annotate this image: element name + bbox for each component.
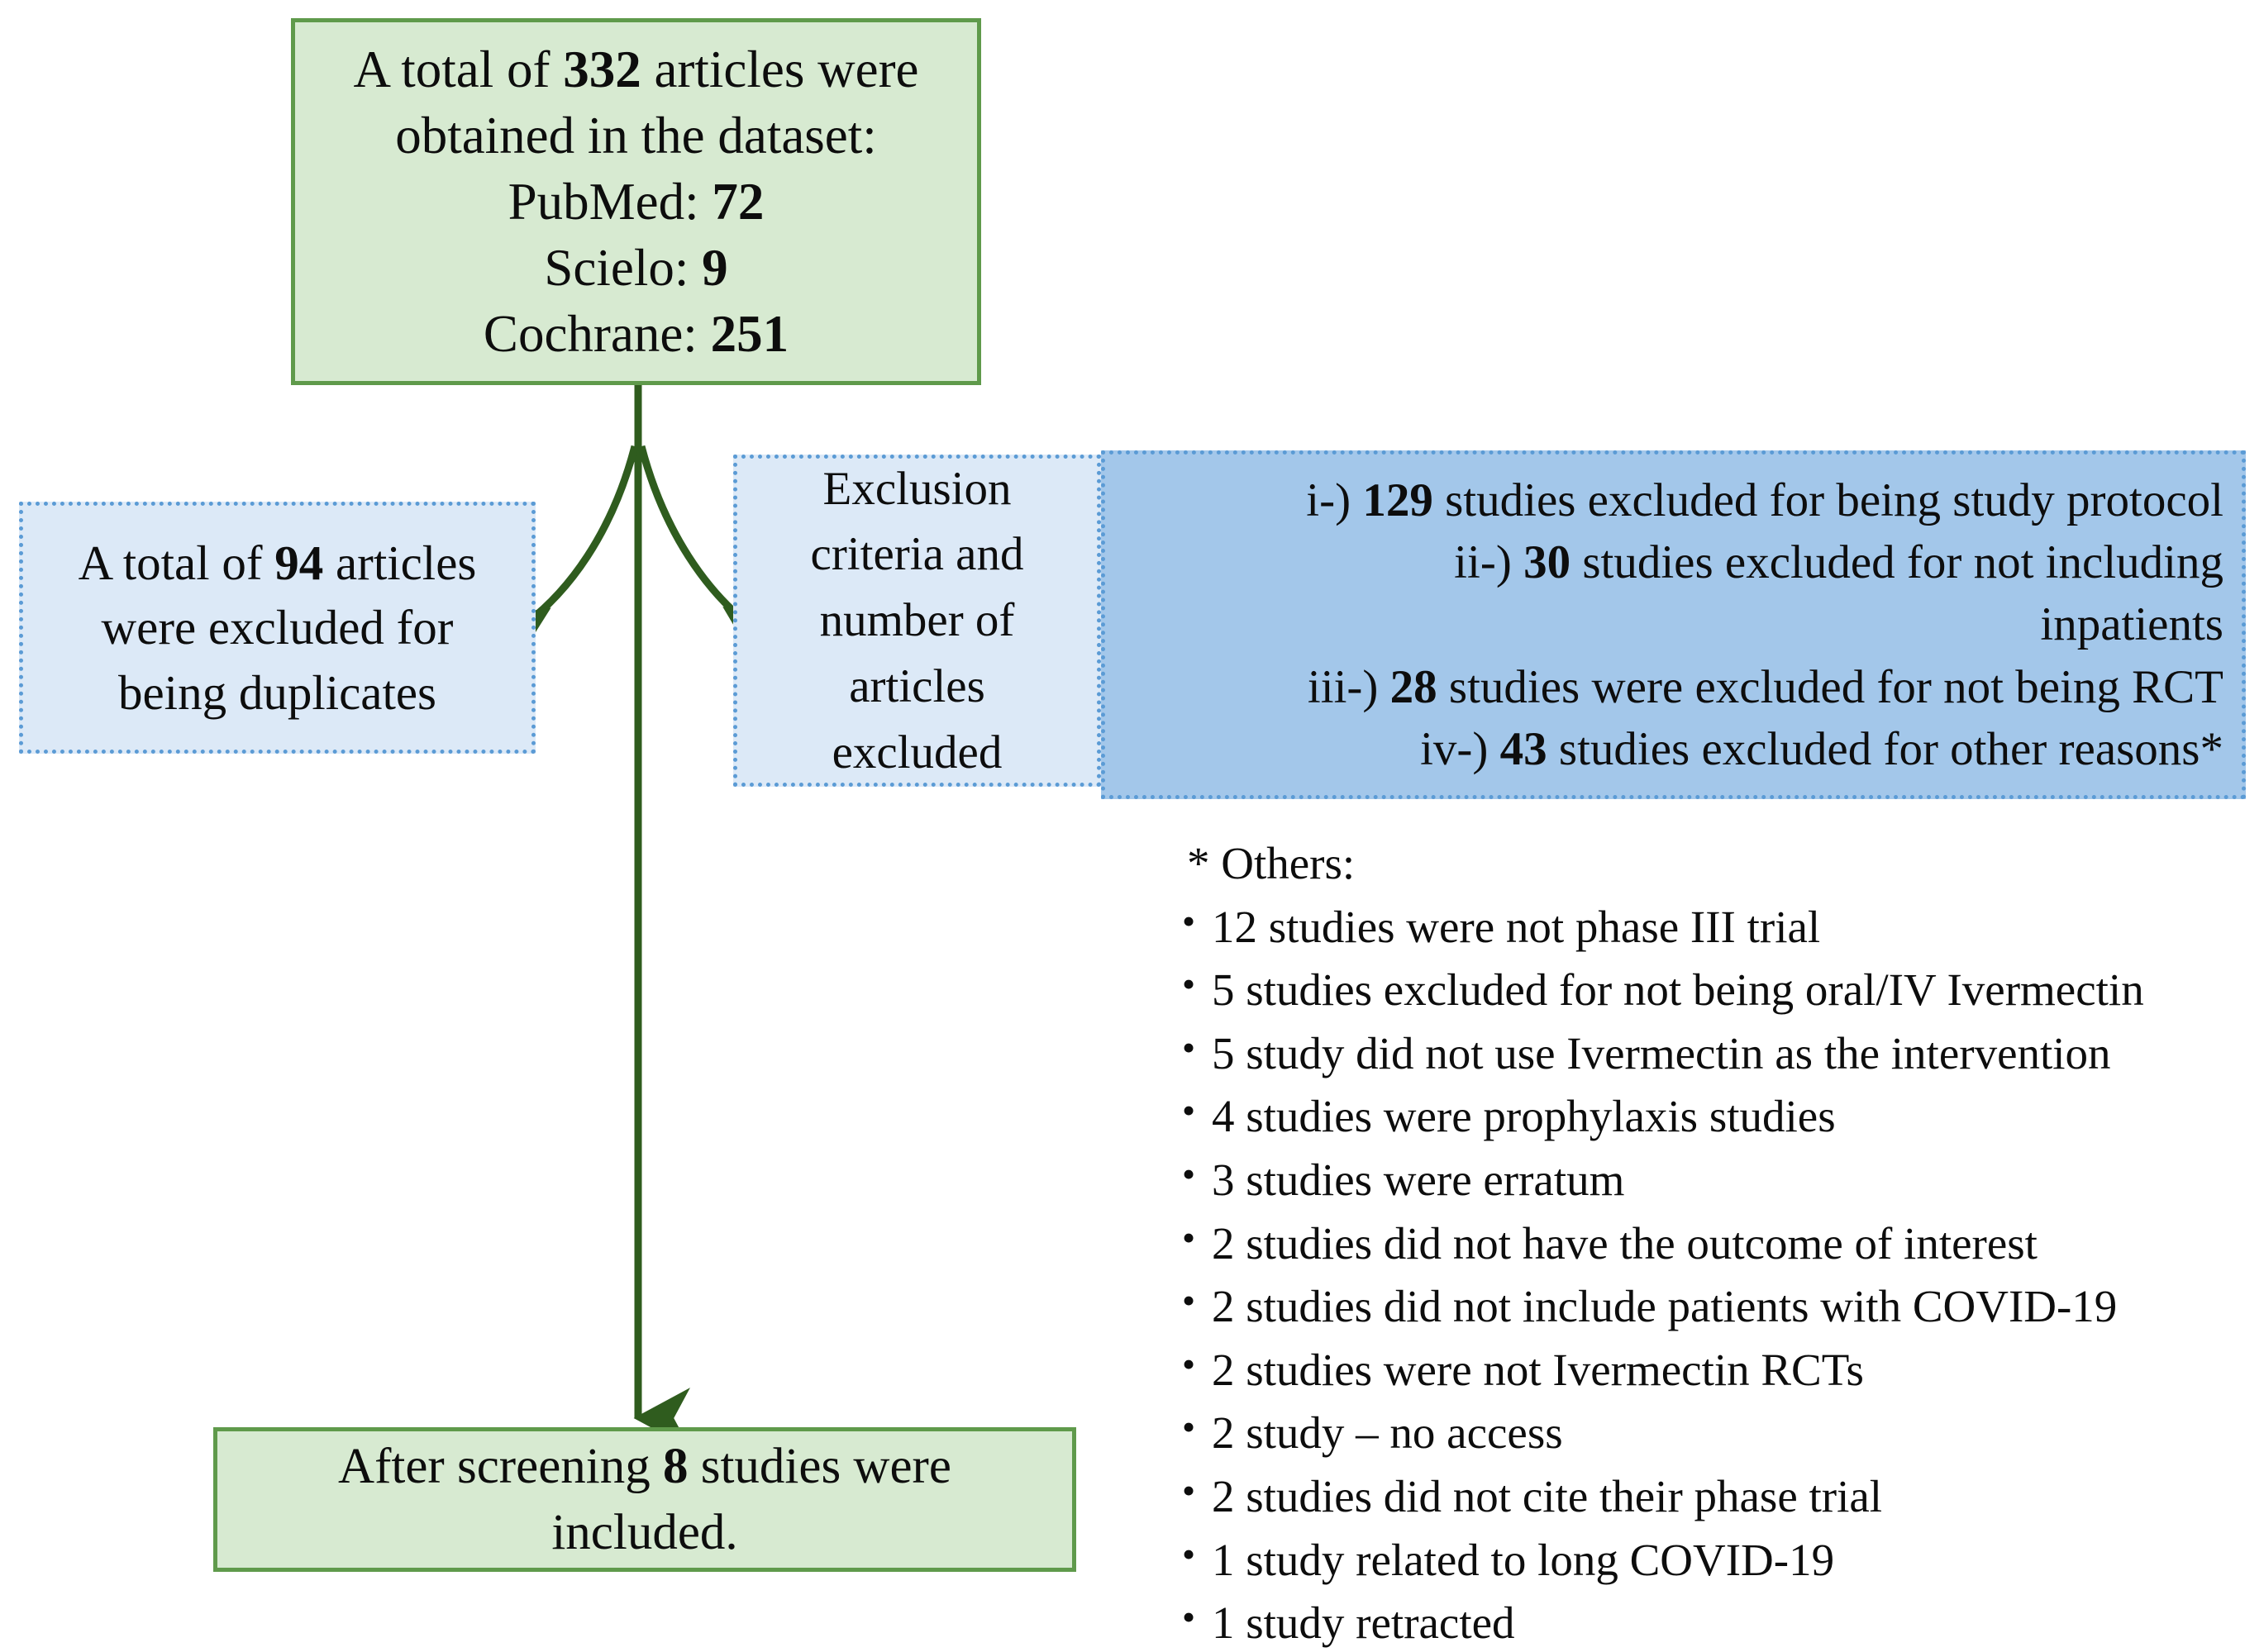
criteria-line-2: criteria and <box>810 528 1024 581</box>
duplicates-excluded-box: A total of 94 articles were excluded for… <box>19 502 536 754</box>
identification-line-1: A total of 332 articles were <box>353 40 919 98</box>
other-reasons-note: * Others: 12 studies were not phase III … <box>1177 838 2264 1652</box>
other-reason-item: 2 studies did not include patients with … <box>1177 1279 2264 1332</box>
other-reason-item: 5 study did not use Ivermectin as the in… <box>1177 1026 2264 1079</box>
other-reason-item: 2 study – no access <box>1177 1406 2264 1459</box>
other-reason-item: 5 studies excluded for not being oral/IV… <box>1177 963 2264 1016</box>
other-reason-item: 1 study retracted <box>1177 1596 2264 1649</box>
included-line-1: After screening 8 studies were <box>338 1439 951 1495</box>
other-reason-item: 2 studies were not Ivermectin RCTs <box>1177 1343 2264 1396</box>
exclusion-reasons-text: i-) 129 studies excluded for being study… <box>1105 469 2242 780</box>
exclusion-reason-line: iv-) 43 studies excluded for other reaso… <box>1420 722 2223 775</box>
other-reason-item: 2 studies did not have the outcome of in… <box>1177 1216 2264 1269</box>
exclusion-criteria-text: Exclusion criteria and number of article… <box>737 456 1097 786</box>
identification-text: A total of 332 articles were obtained in… <box>295 36 977 367</box>
identification-box: A total of 332 articles were obtained in… <box>291 18 981 385</box>
exclusion-reasons-box: i-) 129 studies excluded for being study… <box>1101 450 2246 799</box>
other-reason-item: 12 studies were not phase III trial <box>1177 900 2264 953</box>
duplicates-text: A total of 94 articles were excluded for… <box>23 531 531 725</box>
criteria-line-3: number of <box>819 594 1015 647</box>
other-reason-item: 3 studies were erratum <box>1177 1153 2264 1206</box>
duplicates-line-2: were excluded for <box>101 600 454 655</box>
identification-line-cochrane: Cochrane: 251 <box>483 305 789 363</box>
criteria-line-1: Exclusion <box>822 462 1012 515</box>
included-text: After screening 8 studies were included. <box>217 1434 1072 1565</box>
other-reason-item: 1 study related to long COVID-19 <box>1177 1533 2264 1586</box>
included-line-2: included. <box>551 1504 738 1560</box>
identification-line-pubmed: PubMed: 72 <box>508 173 765 231</box>
exclusion-reason-line: ii-) 30 studies excluded for not includi… <box>1454 536 2223 589</box>
exclusion-reason-line: i-) 129 studies excluded for being study… <box>1306 474 2223 526</box>
duplicates-line-3: being duplicates <box>117 664 437 720</box>
other-reasons-list: 12 studies were not phase III trial 5 stu… <box>1177 900 2264 1652</box>
exclusion-reason-line: inpatients <box>2040 598 2223 651</box>
exclusion-reason-line: iii-) 28 studies were excluded for not b… <box>1307 660 2223 713</box>
other-reasons-title: * Others: <box>1187 838 1356 888</box>
exclusion-criteria-label-box: Exclusion criteria and number of article… <box>733 455 1101 787</box>
criteria-line-4: articles <box>849 659 985 712</box>
identification-line-scielo: Scielo: 9 <box>544 239 728 297</box>
included-studies-box: After screening 8 studies were included. <box>213 1427 1076 1572</box>
identification-line-2: obtained in the dataset: <box>395 107 877 164</box>
other-reason-item: 4 studies were prophylaxis studies <box>1177 1089 2264 1142</box>
other-reason-item: 2 studies did not cite their phase trial <box>1177 1469 2264 1522</box>
duplicates-line-1: A total of 94 articles <box>78 535 477 590</box>
criteria-line-5: excluded <box>832 726 1003 778</box>
